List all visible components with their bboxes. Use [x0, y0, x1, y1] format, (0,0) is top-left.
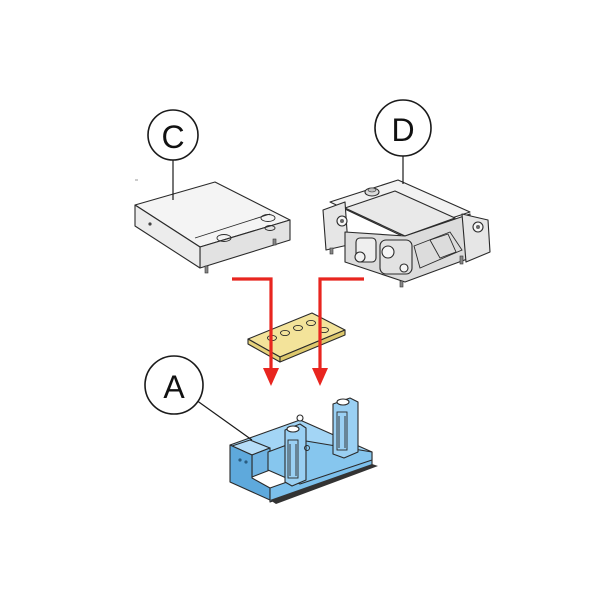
callout-d: D: [374, 99, 432, 157]
gasket-plate: [247, 312, 346, 363]
callout-c-label: C: [161, 119, 184, 155]
callout-c: C: [147, 109, 199, 161]
insert-arrows: [232, 277, 364, 386]
callout-a-label: A: [163, 369, 185, 405]
arrow-right-head: [312, 368, 328, 386]
callout-a: A: [144, 355, 204, 415]
module-a-valve-base: [229, 397, 378, 504]
callout-d-label: D: [391, 112, 414, 148]
arrow-left: [232, 277, 273, 370]
arrow-left-head: [263, 368, 279, 386]
module-d-valve-cover: [322, 179, 491, 288]
module-c-blanking-plate: [134, 181, 291, 274]
arrow-right: [318, 277, 364, 370]
